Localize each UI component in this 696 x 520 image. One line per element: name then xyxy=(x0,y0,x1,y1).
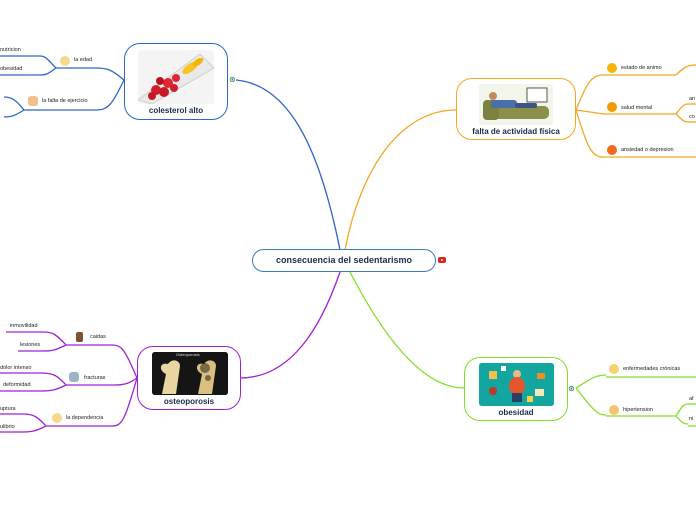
connector-edad-nutricion xyxy=(39,55,57,69)
topic-la-falta-de-ejercicio[interactable]: la falta de ejercicio xyxy=(42,98,88,104)
node-label: falta de actividad física xyxy=(472,127,560,136)
connector-central-obesidad xyxy=(349,271,465,389)
face-emoji-icon xyxy=(607,145,617,155)
topic-la-edad[interactable]: la edad xyxy=(74,57,93,63)
bone-icon xyxy=(69,372,79,382)
face-emoji-icon xyxy=(60,56,70,66)
connector-falta-mental xyxy=(575,109,605,115)
face-emoji-icon xyxy=(607,63,617,73)
topic-ulibrio[interactable]: ulibrio xyxy=(0,424,15,430)
globe-icon[interactable]: ⊛ xyxy=(229,75,236,84)
connector-central-osteoporosis xyxy=(239,271,341,379)
connector-fracturas-deformidad xyxy=(39,384,67,392)
topic-uptura[interactable]: uptura xyxy=(0,406,16,412)
connector-osteo-caidas xyxy=(111,344,138,379)
connector-mental-an xyxy=(675,103,689,115)
topic-salud-mental[interactable]: salud mental xyxy=(621,105,653,111)
person-emoji-icon xyxy=(28,96,38,106)
connector-fracturas-dolor xyxy=(39,372,67,386)
connector-central-colesterol xyxy=(235,79,341,251)
topic-hipertension[interactable]: hipertension xyxy=(623,407,653,413)
topic-caidas[interactable]: caidas xyxy=(90,334,106,340)
node-label: obesidad xyxy=(498,408,534,417)
topic-af[interactable]: af xyxy=(689,396,694,402)
obesity-infographic-image xyxy=(479,363,554,406)
youtube-icon[interactable] xyxy=(438,257,446,263)
connector-caidas-inmovilidad xyxy=(43,331,67,346)
topic-estado-de-animo[interactable]: estado de animo xyxy=(621,65,662,71)
face-emoji-icon xyxy=(607,102,617,112)
topic-enfermedades-cronicas[interactable]: enfermedades crónicas xyxy=(623,366,681,372)
connector-obesidad-hipertension xyxy=(575,387,607,416)
connector-animo-child xyxy=(675,64,696,76)
connector-dependencia-ulibrio xyxy=(21,425,47,433)
face-emoji-icon xyxy=(609,364,619,374)
sedentary-person-image xyxy=(479,84,553,125)
connector-obesidad-cronicas xyxy=(575,374,607,389)
connector-edad-obesidad xyxy=(39,67,57,76)
connector-ejercicio-child2 xyxy=(3,109,25,118)
topic-nutricion[interactable]: nutricion xyxy=(0,47,21,53)
topic-inmovilidad[interactable]: inmovilidad xyxy=(10,323,38,329)
connector-central-falta xyxy=(344,109,457,251)
globe-icon[interactable]: ⊛ xyxy=(568,384,575,393)
topic-fracturas[interactable]: fracturas xyxy=(84,375,106,381)
node-colesterol-alto[interactable]: colesterol alto xyxy=(124,43,228,120)
bone-osteoporosis-image xyxy=(152,352,228,395)
node-obesidad[interactable]: obesidad xyxy=(464,357,568,421)
node-falta-actividad-fisica[interactable]: falta de actividad física xyxy=(456,78,576,140)
topic-ansiedad-o-depresion[interactable]: ansiedad o depresion xyxy=(621,147,674,153)
face-emoji-icon xyxy=(52,413,62,423)
face-emoji-icon xyxy=(609,405,619,415)
topic-an[interactable]: an xyxy=(689,96,696,102)
connector-colesterol-edad xyxy=(95,67,125,81)
topic-co[interactable]: co xyxy=(689,114,695,120)
topic-obesidad-sub[interactable]: obesidad xyxy=(0,66,23,72)
connector-caidas-lesiones xyxy=(43,344,67,352)
topic-dolor-intenso[interactable]: dolor intenso xyxy=(0,365,32,371)
connector-colesterol-ejercicio xyxy=(95,79,125,111)
topic-deformidad[interactable]: deformidad xyxy=(3,382,31,388)
connector-falta-animo xyxy=(575,74,605,111)
topic-la-dependencia[interactable]: la dependencia xyxy=(66,415,104,421)
connector-ejercicio-child xyxy=(3,96,25,111)
connector-dependencia-uptura xyxy=(21,413,47,427)
topic-lesiones[interactable]: lesiones xyxy=(20,342,41,348)
connector-falta-ansiedad xyxy=(575,109,605,158)
node-label: colesterol alto xyxy=(148,106,204,115)
arteries-cholesterol-image xyxy=(138,50,214,104)
person-emoji-icon xyxy=(76,332,83,342)
central-topic[interactable]: consecuencia del sedentarismo xyxy=(252,249,436,272)
connector-osteo-fracturas xyxy=(113,377,138,386)
node-label: osteoporosis xyxy=(163,397,215,406)
node-osteoporosis[interactable]: Osteoporosis osteoporosis xyxy=(137,346,241,410)
connector-hiper-ni xyxy=(675,415,689,425)
image-caption: Osteoporosis xyxy=(176,352,200,357)
connector-hiper-af xyxy=(675,403,689,417)
topic-ni[interactable]: ni xyxy=(689,416,694,422)
connector-mental-co xyxy=(675,113,689,123)
connector-osteo-dependencia xyxy=(111,377,138,427)
